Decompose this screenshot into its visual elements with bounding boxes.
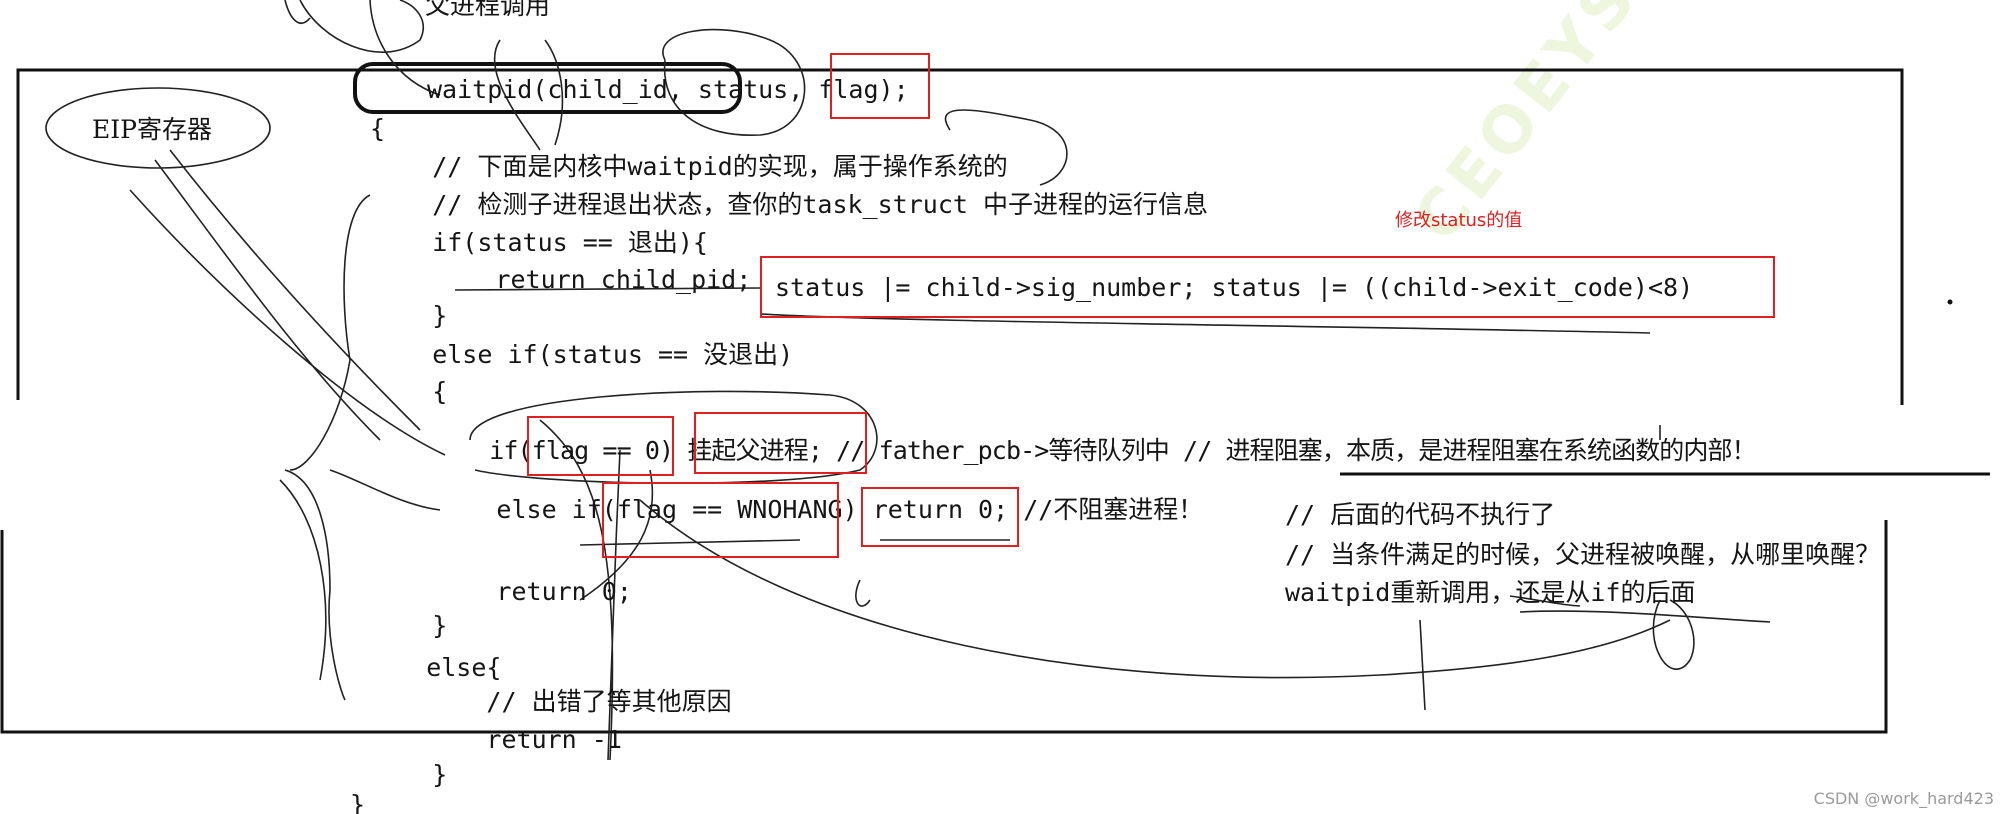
status-code-box xyxy=(760,256,1775,318)
code-line-1: waitpid(child_id, status, flag); xyxy=(427,75,909,104)
frame-top xyxy=(16,68,1904,405)
eip-label: EIP寄存器 xyxy=(92,115,212,144)
flag-eq-zero-box xyxy=(527,416,674,476)
code-line-8: else if(status == 没退出) xyxy=(372,340,794,369)
code-line-16: return -1 xyxy=(366,725,622,754)
waitpid-call-box xyxy=(353,62,742,114)
status-code: status |= child->sig_number; status |= (… xyxy=(775,273,1694,302)
code-line-10: if(flag == 0) 挂起父进程; // father_pcb->等待队列… xyxy=(376,436,1756,465)
flag-param-box xyxy=(830,53,930,119)
code-line-11: else if(flag == WNOHANG) return 0; //不阻塞… xyxy=(376,495,1204,524)
suspend-parent-box xyxy=(694,412,867,474)
eip-ellipse xyxy=(45,87,271,169)
side-note-1: // 后面的代码不执行了 xyxy=(1285,500,1556,529)
return-zero-box xyxy=(861,487,1019,547)
code-line-5: if(status == 退出){ xyxy=(372,228,708,257)
code-line-7: } xyxy=(372,301,448,330)
flag-wnohang-box xyxy=(602,482,839,558)
code-line-17: } xyxy=(372,760,448,789)
code-line-14: else{ xyxy=(366,653,502,682)
red-annotation: 修改status的值 xyxy=(1395,210,1523,231)
code-line-2: { xyxy=(370,114,386,143)
code-line-6: return child_pid; xyxy=(375,265,752,294)
header-partial-title: 父进程调用 xyxy=(425,0,551,20)
code-line-15: // 出错了等其他原因 xyxy=(366,687,732,716)
code-line-4: // 检测子进程退出状态，查你的task_struct 中子进程的运行信息 xyxy=(372,190,1208,219)
code-line-18: } xyxy=(350,790,366,814)
footer-credit: CSDN @work_hard423 xyxy=(1813,789,1994,808)
code-line-9: { xyxy=(372,377,448,406)
side-note-2: // 当条件满足的时候，父进程被唤醒，从哪里唤醒？ xyxy=(1285,540,1881,569)
code-line-13: } xyxy=(372,611,448,640)
code-line-3: // 下面是内核中waitpid的实现，属于操作系统的 xyxy=(372,152,1008,181)
frame-bottom xyxy=(0,520,1888,734)
code-line-12: return 0; xyxy=(376,577,632,606)
side-note-3: waitpid重新调用，还是从if的后面 xyxy=(1285,578,1696,607)
